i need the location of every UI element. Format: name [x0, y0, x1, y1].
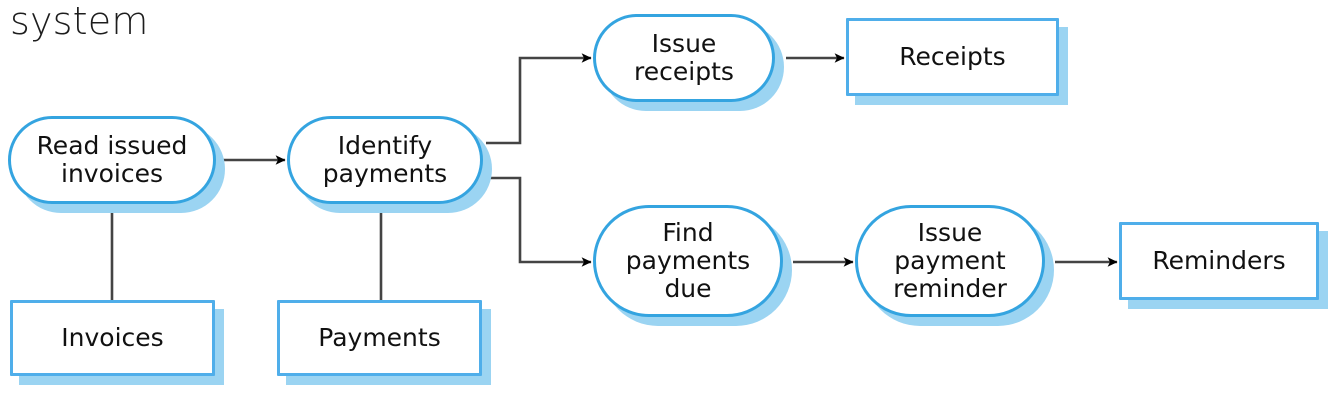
node-body: Issue payment reminder — [855, 205, 1045, 317]
node-body: Issue receipts — [593, 14, 775, 102]
node-reminders[interactable]: Reminders — [1119, 222, 1328, 309]
edge-identify-to-issue-receipts — [486, 53, 592, 145]
node-label: Invoices — [61, 323, 164, 352]
node-label: Issue payment reminder — [893, 218, 1007, 303]
node-invoices[interactable]: Invoices — [10, 300, 224, 385]
node-label: Issue receipts — [634, 29, 734, 86]
node-label: Reminders — [1152, 246, 1286, 275]
node-receipts[interactable]: Receipts — [846, 18, 1068, 105]
node-label: Receipts — [899, 42, 1006, 71]
node-body: Payments — [277, 300, 482, 376]
node-issue-receipts[interactable]: Issue receipts — [593, 14, 784, 111]
node-payments[interactable]: Payments — [277, 300, 491, 385]
node-body: Find payments due — [593, 205, 783, 317]
node-issue-payment-reminder[interactable]: Issue payment reminder — [855, 205, 1054, 326]
edge-identify-to-find-payments — [486, 176, 592, 267]
node-body: Identify payments — [287, 116, 483, 204]
node-body: Receipts — [846, 18, 1059, 96]
node-read-issued-invoices[interactable]: Read issued invoices — [8, 116, 225, 213]
node-identify-payments[interactable]: Identify payments — [287, 116, 492, 213]
node-label: Payments — [318, 323, 441, 352]
page-title: system — [10, 0, 149, 43]
node-label: Read issued invoices — [36, 131, 188, 188]
node-body: Reminders — [1119, 222, 1319, 300]
node-label: Identify payments — [322, 131, 448, 188]
node-body: Invoices — [10, 300, 215, 376]
node-body: Read issued invoices — [8, 116, 216, 204]
node-find-payments-due[interactable]: Find payments due — [593, 205, 792, 326]
node-label: Find payments due — [625, 218, 751, 303]
